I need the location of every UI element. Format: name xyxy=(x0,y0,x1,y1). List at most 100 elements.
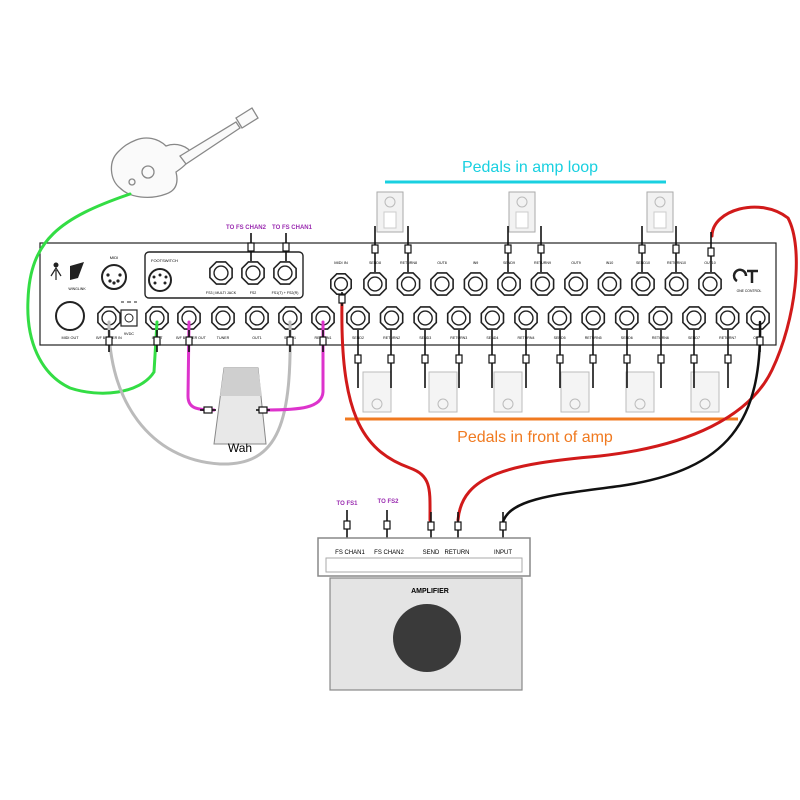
midi-in-jack[interactable] xyxy=(329,272,353,296)
unit-plug xyxy=(105,330,113,352)
top-jack-label: OUT9 xyxy=(571,261,581,265)
loop-plug xyxy=(371,226,379,272)
out2-plug xyxy=(756,330,764,352)
tuner-label: TUNER xyxy=(217,336,230,340)
unit-jacks xyxy=(97,261,770,330)
top-jack-label: SEND10 xyxy=(636,261,650,265)
amp-fs1-plug xyxy=(343,510,351,540)
jack-send4[interactable] xyxy=(480,306,505,330)
jack-return5[interactable] xyxy=(581,306,606,330)
cables xyxy=(26,192,798,524)
top-jack-label: IN10 xyxy=(606,261,614,265)
jack-out8[interactable] xyxy=(430,272,454,296)
jack-out10[interactable] xyxy=(698,272,722,296)
amp-fs-chan1-label: FS CHAN1 xyxy=(335,550,365,556)
fs-multijack-label: FS3 | MULTI JACK xyxy=(206,291,237,295)
fs2-jack[interactable] xyxy=(241,261,265,285)
jack-out9[interactable] xyxy=(564,272,588,296)
jack-return6[interactable] xyxy=(648,306,673,330)
winglink-logo-icon xyxy=(70,262,84,280)
front-plug xyxy=(488,330,496,388)
jack-send3[interactable] xyxy=(413,306,438,330)
midi-din-icon xyxy=(101,264,127,290)
power-label: 9VDC xyxy=(124,332,134,336)
jack-return10[interactable] xyxy=(664,272,689,296)
fs1-jack[interactable] xyxy=(273,261,297,285)
jack-send6[interactable] xyxy=(614,306,639,330)
top-jack-label: OUT8 xyxy=(437,261,447,265)
input-jack[interactable] xyxy=(145,306,169,330)
loop-pedal-3 xyxy=(646,191,674,233)
jack-send9[interactable] xyxy=(497,272,521,296)
jack-send7[interactable] xyxy=(682,306,706,330)
loop-pedal-2 xyxy=(508,191,536,233)
speaker-icon xyxy=(393,604,461,672)
footswitch-label: FOOTSWITCH xyxy=(151,258,178,263)
jack-return8[interactable] xyxy=(396,272,421,296)
front-plug xyxy=(623,330,631,388)
jack-return7[interactable] xyxy=(715,306,740,330)
amp-send-plug xyxy=(427,512,435,540)
front-pedal-3 xyxy=(493,371,523,413)
fs-multijack[interactable] xyxy=(209,261,233,285)
loop-plug xyxy=(672,226,680,272)
front-plug xyxy=(522,330,530,388)
front-plug xyxy=(589,330,597,388)
to-fs-chan2-label: TO FS CHAN2 xyxy=(226,225,267,231)
jack-send5[interactable] xyxy=(547,306,572,330)
amp-fs2-plug xyxy=(383,510,391,540)
jack-return2[interactable] xyxy=(379,306,404,330)
to-fs1-label: TO FS1 xyxy=(337,501,359,507)
front-pedal-4 xyxy=(560,371,590,413)
jack-send2[interactable] xyxy=(346,306,370,330)
loop-plug xyxy=(504,226,512,272)
unit-plug xyxy=(286,330,294,352)
amp-input-label: INPUT xyxy=(494,550,512,556)
amp-send-label: SEND xyxy=(423,550,440,556)
power-jack[interactable] xyxy=(120,309,138,327)
tuner-jack[interactable] xyxy=(211,306,235,330)
loop-plug xyxy=(537,226,545,272)
top-jack-label: IN9 xyxy=(473,261,479,265)
guitar-icon xyxy=(110,107,259,199)
tuner-footswitch[interactable] xyxy=(55,301,85,331)
brand-left-label: WINGLINK xyxy=(68,287,86,291)
front-plug xyxy=(387,330,395,388)
out2-jack[interactable] xyxy=(746,306,770,330)
unit-plug xyxy=(319,330,327,352)
loop-plug xyxy=(638,226,646,272)
amp-input-cable xyxy=(501,320,762,524)
amp-loop-title: Pedals in amp loop xyxy=(462,159,598,176)
one-control-logo-icon xyxy=(732,268,758,283)
amp-return-cable xyxy=(456,205,798,522)
front-plug xyxy=(657,330,665,388)
return1-jack[interactable] xyxy=(311,306,335,330)
jack-return9[interactable] xyxy=(530,272,555,296)
front-plug xyxy=(556,330,564,388)
front-plug xyxy=(455,330,463,388)
buffer-in-jack[interactable] xyxy=(97,306,121,330)
to-fs-chan1-label: TO FS CHAN1 xyxy=(272,225,313,231)
front-plug xyxy=(421,330,429,388)
midi-in-plug xyxy=(338,292,346,306)
unit-plug xyxy=(153,330,161,352)
fs1-label: FS1(T) + FS2(R) xyxy=(272,291,299,295)
out1-jack[interactable] xyxy=(245,306,269,330)
front-of-amp-pedals xyxy=(362,371,720,413)
buffer-out-jack[interactable] xyxy=(177,306,201,330)
jack-send10[interactable] xyxy=(631,272,655,296)
out1-label: OUT1 xyxy=(252,336,262,340)
jack-in9[interactable] xyxy=(463,272,488,296)
loop-pedal-1 xyxy=(376,191,404,233)
jack-return3[interactable] xyxy=(446,306,471,330)
top-jack-label: OUT10 xyxy=(704,261,716,265)
amp-loop-pedals xyxy=(376,191,674,233)
midi-label: MIDI xyxy=(110,255,118,260)
front-pedal-2 xyxy=(428,371,458,413)
fs2-label: FS2 xyxy=(250,291,257,295)
jack-in10[interactable] xyxy=(597,272,622,296)
brand-right-label: ONE CONTROL xyxy=(737,289,762,293)
jack-send8[interactable] xyxy=(363,272,387,296)
jack-return4[interactable] xyxy=(514,306,538,330)
wah-out-plug xyxy=(256,406,270,414)
